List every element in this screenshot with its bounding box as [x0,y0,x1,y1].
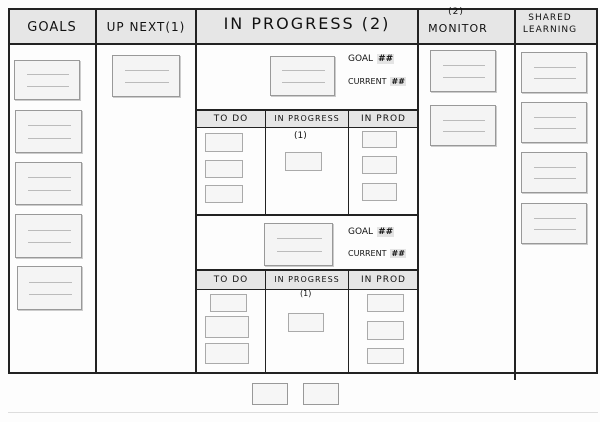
goal-card[interactable] [15,214,82,258]
shared-learning-card[interactable] [521,102,587,143]
column-in-progress-title: IN PROGRESS (2) [223,14,391,33]
up-next-card[interactable] [112,55,180,97]
swimlane-2-subheader [196,270,418,290]
current-label: CURRENT [348,77,387,86]
column-up-next-title: UP NEXT(1) [106,20,186,34]
shared-learning-card[interactable] [521,52,587,93]
swimlane-divider [196,269,418,271]
subcolumn-divider [265,110,266,215]
task-card[interactable] [362,156,397,174]
goal-value: ## [377,227,395,237]
column-monitor-title: MONITOR [428,22,488,35]
column-divider [417,8,419,374]
subcolumn-divider [348,270,349,374]
goal-label: GOAL [348,54,374,64]
task-card[interactable] [362,183,397,201]
task-card[interactable] [367,321,404,340]
swimlane-divider [196,214,418,216]
task-card[interactable] [210,294,247,312]
swimlane-2-todo-header: TO DO [213,275,249,285]
goal-card[interactable] [14,60,80,100]
loose-card[interactable] [252,383,288,405]
task-card[interactable] [205,185,243,203]
monitor-card[interactable] [430,50,496,92]
swimlane-1-wip-count: (1) [294,131,307,141]
swimlane-1-current: CURRENT## [348,77,406,86]
monitor-count: (2) [448,7,464,17]
goal-card[interactable] [15,110,82,153]
task-card[interactable] [288,313,324,332]
swimlane-divider [196,127,418,128]
swimlane-2-current: CURRENT## [348,249,406,258]
goal-value: ## [377,54,395,64]
column-divider [514,8,516,380]
swimlane-1-goal: GOAL## [348,54,395,64]
swimlane-divider [196,289,418,290]
task-card[interactable] [285,152,322,171]
subcolumn-divider [348,110,349,215]
swimlane-2-wip-count: (1) [300,289,312,298]
swimlane-divider [196,109,418,111]
swimlane-1-subheader [196,110,418,128]
swimlane-1-goal-card[interactable] [270,56,335,96]
task-card[interactable] [367,294,404,312]
current-value: ## [390,249,406,258]
goal-card[interactable] [17,266,82,310]
swimlane-1-in-progress-header: IN PROGRESS [274,114,340,123]
swimlane-2-in-progress-header: IN PROGRESS [274,275,340,284]
subcolumn-divider [265,270,266,374]
monitor-card[interactable] [430,105,496,146]
goal-label: GOAL [348,227,374,237]
column-divider [195,8,197,374]
swimlane-1-in-prod-header: IN PROD [361,114,406,124]
swimlane-2-goal: GOAL## [348,227,395,237]
current-value: ## [390,77,406,86]
baseline [8,412,598,413]
board-frame [8,8,598,374]
task-card[interactable] [205,343,249,364]
column-goals-title: GOALS [27,20,77,35]
header-divider [8,43,598,45]
swimlane-1-todo-header: TO DO [213,114,249,124]
swimlane-2-in-prod-header: IN PROD [361,275,406,285]
current-label: CURRENT [348,249,387,258]
goal-card[interactable] [15,162,82,205]
task-card[interactable] [205,160,243,178]
loose-card[interactable] [303,383,339,405]
column-shared-learning-title: SHARED LEARNING [522,13,578,35]
column-divider [95,8,97,374]
task-card[interactable] [205,316,249,338]
task-card[interactable] [205,133,243,152]
task-card[interactable] [367,348,404,364]
header-row [8,8,598,44]
shared-learning-card[interactable] [521,152,587,193]
shared-learning-card[interactable] [521,203,587,244]
task-card[interactable] [362,131,397,148]
swimlane-2-goal-card[interactable] [264,223,333,266]
